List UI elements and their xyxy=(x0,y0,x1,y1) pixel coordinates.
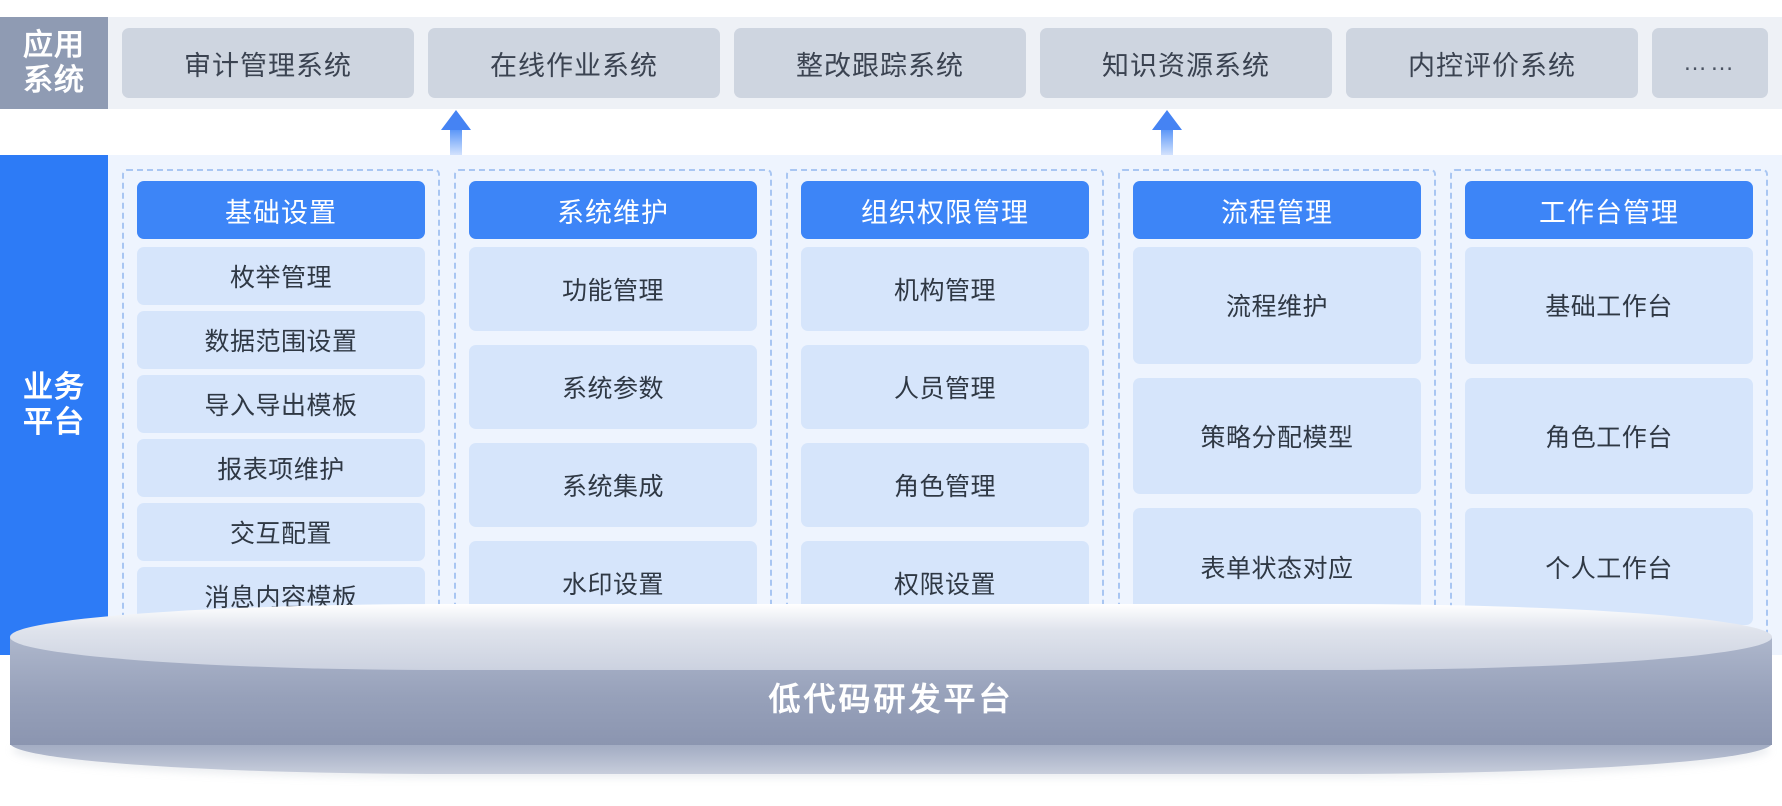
module-title-system-maintenance[interactable]: 系统维护 xyxy=(469,181,757,239)
module-item-personal-workbench[interactable]: 个人工作台 xyxy=(1465,508,1753,626)
module-item-report-item-maintenance[interactable]: 报表项维护 xyxy=(137,439,425,497)
application-layer-label: 应用 系统 xyxy=(0,17,108,109)
arrow-head xyxy=(1152,110,1182,130)
app-system-card-internal-control[interactable]: 内控评价系统 xyxy=(1346,28,1638,98)
application-layer: 应用 系统 审计管理系统 在线作业系统 整改跟踪系统 知识资源系统 内控评价系统… xyxy=(0,17,1782,109)
app-system-card-knowledge[interactable]: 知识资源系统 xyxy=(1040,28,1332,98)
module-item-policy-allocation-model[interactable]: 策略分配模型 xyxy=(1133,377,1421,495)
module-item-system-integration[interactable]: 系统集成 xyxy=(469,443,757,527)
module-title-basic-settings[interactable]: 基础设置 xyxy=(137,181,425,239)
app-system-card-rectification[interactable]: 整改跟踪系统 xyxy=(734,28,1026,98)
application-layer-label-line-2: 系统 xyxy=(23,64,85,97)
foundation-platform: 低代码研发平台 xyxy=(10,604,1772,794)
module-column-org-permission-management: 组织权限管理 机构管理 人员管理 角色管理 权限设置 xyxy=(786,169,1104,639)
module-item-system-parameters[interactable]: 系统参数 xyxy=(469,345,757,429)
module-item-process-maintenance[interactable]: 流程维护 xyxy=(1133,247,1421,364)
module-item-role-workbench[interactable]: 角色工作台 xyxy=(1465,377,1753,495)
module-item-list: 基础工作台 角色工作台 个人工作台 xyxy=(1465,247,1753,626)
business-platform-columns: 基础设置 枚举管理 数据范围设置 导入导出模板 报表项维护 交互配置 消息内容模… xyxy=(108,155,1782,655)
module-column-basic-settings: 基础设置 枚举管理 数据范围设置 导入导出模板 报表项维护 交互配置 消息内容模… xyxy=(122,169,440,639)
arrow-shaft xyxy=(450,126,462,156)
business-platform-label: 业务 平台 xyxy=(0,155,108,655)
module-item-list: 机构管理 人员管理 角色管理 权限设置 xyxy=(801,247,1089,625)
arrow-shaft xyxy=(1161,126,1173,156)
module-item-organization-management[interactable]: 机构管理 xyxy=(801,247,1089,331)
up-arrow-icon-right xyxy=(1152,110,1182,156)
module-item-list: 枚举管理 数据范围设置 导入导出模板 报表项维护 交互配置 消息内容模板 xyxy=(137,247,425,625)
platform-top-ellipse xyxy=(10,604,1772,670)
module-column-system-maintenance: 系统维护 功能管理 系统参数 系统集成 水印设置 xyxy=(454,169,772,639)
application-systems-strip: 审计管理系统 在线作业系统 整改跟踪系统 知识资源系统 内控评价系统 …… xyxy=(108,17,1782,109)
module-item-interaction-config[interactable]: 交互配置 xyxy=(137,503,425,561)
foundation-platform-label: 低代码研发平台 xyxy=(768,681,1014,717)
module-title-org-permission-management[interactable]: 组织权限管理 xyxy=(801,181,1089,239)
module-item-function-management[interactable]: 功能管理 xyxy=(469,247,757,331)
module-item-list: 功能管理 系统参数 系统集成 水印设置 xyxy=(469,247,757,625)
module-item-role-management[interactable]: 角色管理 xyxy=(801,443,1089,527)
application-layer-label-line-1: 应用 xyxy=(23,28,85,62)
module-column-process-management: 流程管理 流程维护 策略分配模型 表单状态对应 xyxy=(1118,169,1436,639)
app-system-card-audit[interactable]: 审计管理系统 xyxy=(122,28,414,98)
arrow-head xyxy=(441,110,471,130)
module-item-enum-management[interactable]: 枚举管理 xyxy=(137,247,425,305)
business-platform-layer: 业务 平台 基础设置 枚举管理 数据范围设置 导入导出模板 报表项维护 交互配置… xyxy=(0,155,1782,655)
module-column-workbench-management: 工作台管理 基础工作台 角色工作台 个人工作台 xyxy=(1450,169,1768,639)
module-item-import-export-template[interactable]: 导入导出模板 xyxy=(137,375,425,433)
app-system-card-online-task[interactable]: 在线作业系统 xyxy=(428,28,720,98)
module-title-workbench-management[interactable]: 工作台管理 xyxy=(1465,181,1753,239)
module-title-process-management[interactable]: 流程管理 xyxy=(1133,181,1421,239)
module-item-personnel-management[interactable]: 人员管理 xyxy=(801,345,1089,429)
module-item-list: 流程维护 策略分配模型 表单状态对应 xyxy=(1133,247,1421,626)
up-arrow-icon-left xyxy=(441,110,471,156)
module-item-basic-workbench[interactable]: 基础工作台 xyxy=(1465,247,1753,364)
app-system-card-more[interactable]: …… xyxy=(1652,28,1768,98)
module-item-data-scope-settings[interactable]: 数据范围设置 xyxy=(137,311,425,369)
business-platform-label-line-1: 业务 xyxy=(23,370,85,404)
business-platform-label-line-2: 平台 xyxy=(23,406,85,439)
